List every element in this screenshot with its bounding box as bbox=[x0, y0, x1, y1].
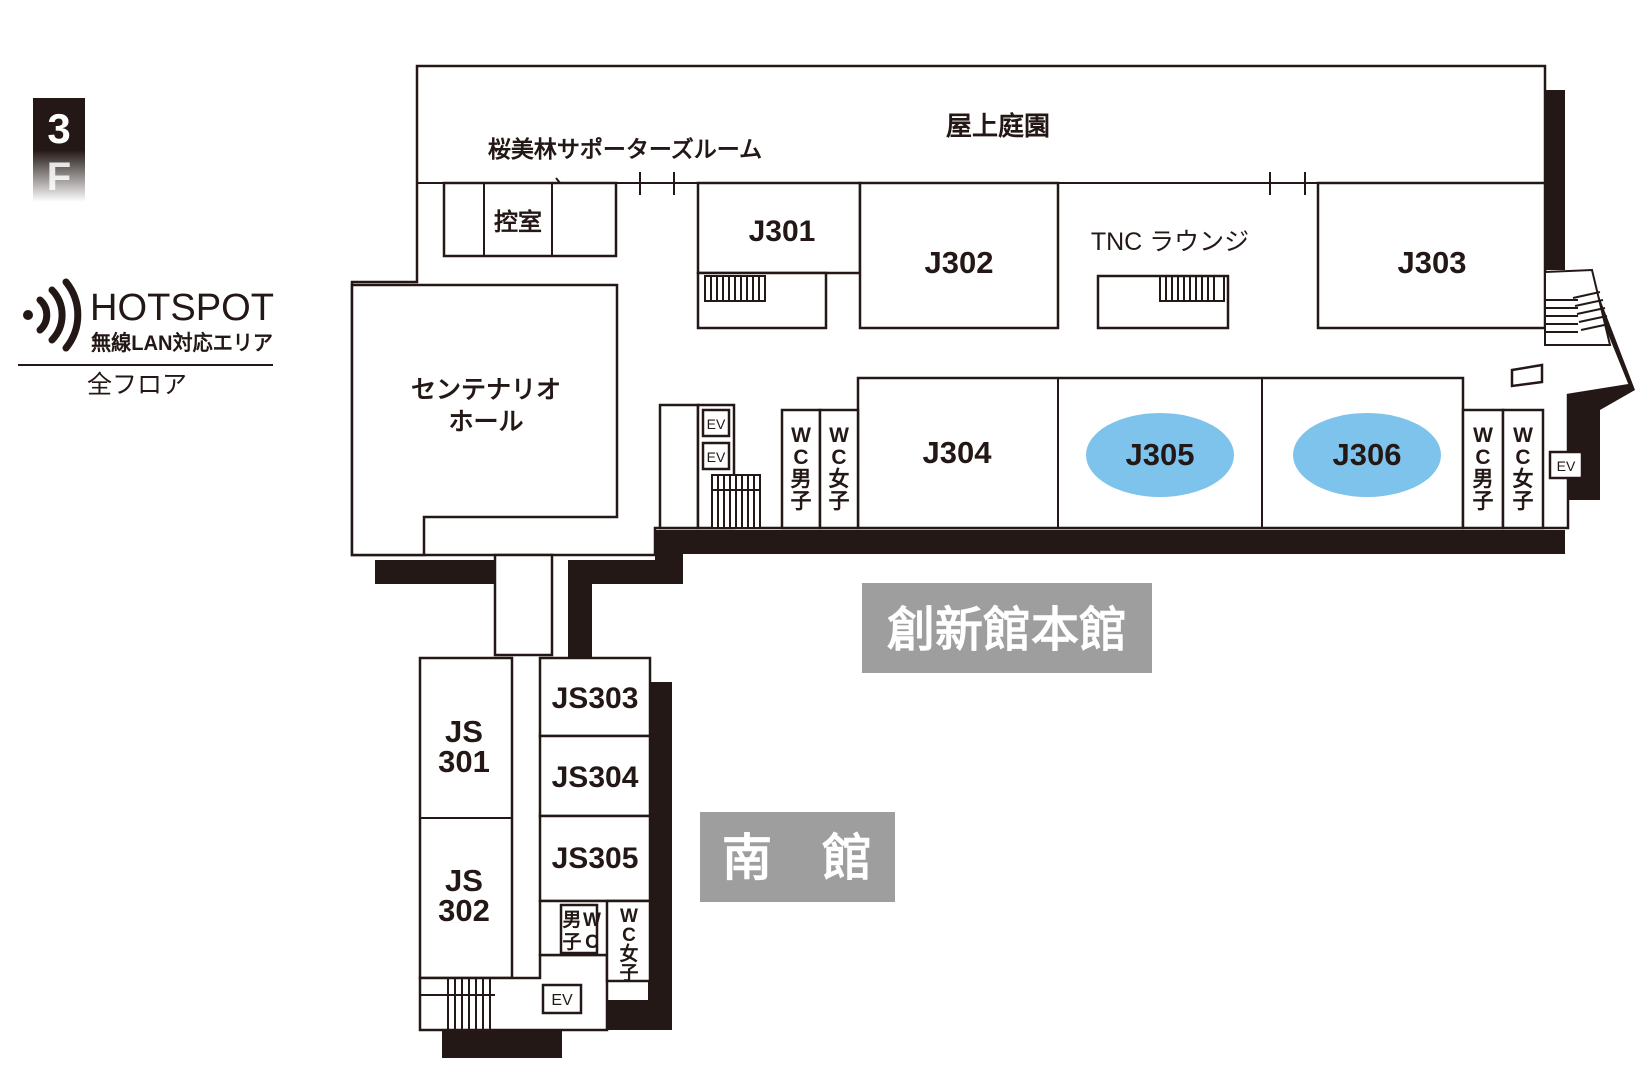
svg-text:子: 子 bbox=[829, 490, 850, 513]
elevator-2 bbox=[701, 441, 731, 471]
wc-men-south bbox=[559, 903, 599, 955]
hall-label-line2: ホール bbox=[448, 408, 523, 436]
wc-men-east bbox=[1461, 408, 1505, 530]
svg-text:女: 女 bbox=[1513, 467, 1534, 491]
svg-text:男: 男 bbox=[1473, 468, 1494, 491]
floor-letter: F bbox=[47, 155, 71, 199]
floor-badge: 3 F bbox=[33, 98, 85, 202]
wc-women-east bbox=[1501, 408, 1545, 530]
wifi-signal-icon bbox=[23, 278, 82, 352]
svg-text:男: 男 bbox=[791, 468, 812, 491]
svg-text:EV: EV bbox=[551, 992, 573, 1009]
supporters-room bbox=[442, 181, 618, 258]
svg-text:子: 子 bbox=[1473, 490, 1494, 513]
room-j301-label: J301 bbox=[749, 215, 816, 248]
room-js302-label-a: JS bbox=[445, 863, 483, 898]
main-building-label: 創新館本館 bbox=[887, 604, 1127, 657]
hotspot-coverage: 全フロア bbox=[87, 371, 187, 399]
hotspot-subtitle: 無線LAN対応エリア bbox=[91, 331, 273, 355]
svg-text:C: C bbox=[1475, 446, 1490, 469]
svg-text:W: W bbox=[829, 424, 849, 447]
svg-text:子: 子 bbox=[619, 963, 638, 984]
svg-text:女: 女 bbox=[829, 467, 850, 491]
wc-men-west bbox=[780, 408, 822, 530]
tnc-lounge-label: TNC ラウンジ bbox=[1091, 228, 1249, 256]
wc-women-west bbox=[818, 408, 860, 530]
svg-text:子: 子 bbox=[791, 490, 812, 513]
room-j304-label: J304 bbox=[923, 435, 993, 470]
room-j303 bbox=[1316, 181, 1547, 330]
stairs-south bbox=[420, 978, 495, 1030]
room-js305-label: JS305 bbox=[552, 842, 639, 875]
main-building-label-bg bbox=[862, 583, 1152, 673]
room-j303-label: J303 bbox=[1398, 245, 1467, 280]
svg-text:W: W bbox=[620, 906, 638, 927]
room-j305-highlight bbox=[1086, 413, 1234, 497]
south-building-label-bg bbox=[700, 812, 895, 902]
room-js303 bbox=[538, 656, 652, 738]
svg-text:EV: EV bbox=[707, 416, 726, 432]
rooftop-garden-label: 屋上庭園 bbox=[946, 111, 1050, 141]
room-js304 bbox=[538, 734, 652, 818]
svg-text:EV: EV bbox=[707, 449, 726, 465]
stairs-east bbox=[1544, 268, 1612, 346]
south-building: JS 301 JS 302 EV JS303 JS304 JS305 男 子 W… bbox=[418, 553, 672, 1058]
svg-text:W: W bbox=[1473, 424, 1493, 447]
main-building: 屋上庭園 桜美林サポーターズルーム 控室 センテナリオ ホール J301 J30… bbox=[350, 64, 1635, 660]
svg-text:EV: EV bbox=[1557, 458, 1576, 474]
room-js301-label-b: 301 bbox=[438, 744, 490, 779]
svg-text:C: C bbox=[831, 446, 846, 469]
svg-text:C: C bbox=[622, 925, 636, 946]
elevator-east bbox=[1548, 450, 1584, 480]
room-js303-label: JS303 bbox=[552, 682, 639, 715]
svg-text:C: C bbox=[585, 932, 599, 953]
stairs-lounge bbox=[1159, 275, 1225, 302]
room-js301-label-a: JS bbox=[445, 714, 483, 749]
svg-text:W: W bbox=[1513, 424, 1533, 447]
room-j306-highlight bbox=[1293, 413, 1441, 497]
svg-text:W: W bbox=[791, 424, 811, 447]
room-js304-label: JS304 bbox=[552, 761, 639, 794]
stairs-j301 bbox=[704, 275, 766, 302]
room-j305-label: J305 bbox=[1126, 437, 1195, 472]
hotspot-title: HOTSPOT bbox=[90, 287, 274, 329]
elevator-1 bbox=[701, 408, 731, 438]
svg-text:男: 男 bbox=[562, 909, 581, 931]
room-j302-label: J302 bbox=[925, 245, 994, 280]
wc-women-south bbox=[605, 899, 652, 983]
south-building-label: 南 館 bbox=[722, 830, 872, 886]
floor-number: 3 bbox=[47, 105, 70, 152]
room-js302-label-b: 302 bbox=[438, 893, 490, 928]
hotspot-legend: HOTSPOT 無線LAN対応エリア 全フロア bbox=[18, 278, 274, 399]
svg-text:子: 子 bbox=[562, 932, 581, 953]
hall-label-line1: センテナリオ bbox=[411, 376, 561, 404]
svg-text:女: 女 bbox=[619, 942, 638, 965]
supporters-room-label: 桜美林サポーターズルーム bbox=[488, 136, 762, 162]
svg-text:C: C bbox=[1515, 446, 1530, 469]
room-j306-label: J306 bbox=[1333, 437, 1402, 472]
elevator-south bbox=[541, 983, 583, 1015]
svg-text:C: C bbox=[793, 446, 808, 469]
stairs-west bbox=[711, 474, 761, 529]
waiting-room-label: 控室 bbox=[494, 208, 542, 236]
svg-text:子: 子 bbox=[1513, 490, 1534, 513]
centenario-hall bbox=[350, 283, 619, 557]
svg-text:W: W bbox=[583, 910, 601, 931]
room-js305 bbox=[538, 814, 652, 903]
room-j302 bbox=[858, 181, 1060, 330]
